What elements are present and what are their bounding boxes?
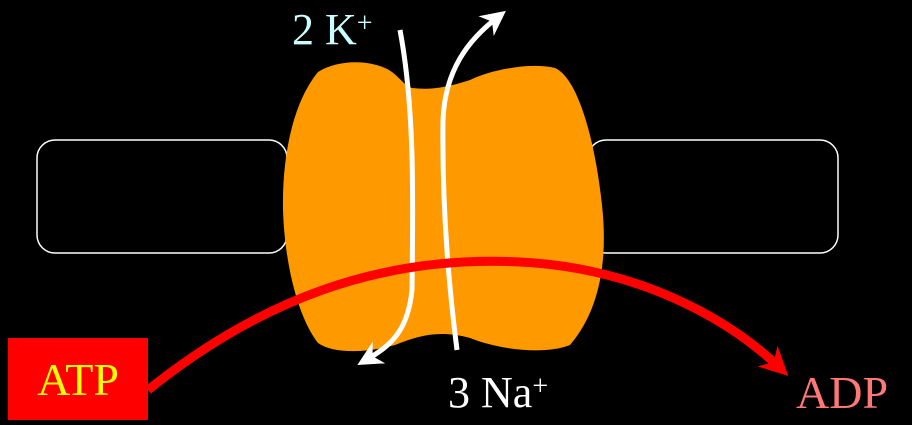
k-ion-arrow: [357, 29, 416, 365]
energy-arrow: [145, 256, 789, 394]
potassium-label: 2 K+: [292, 8, 373, 52]
na-ion-arrow: [440, 10, 506, 351]
atp-box: ATP: [8, 338, 148, 420]
sodium-charge: +: [532, 371, 549, 402]
sodium-count: 3 Na: [448, 368, 533, 417]
sodium-label: 3 Na+: [448, 371, 548, 415]
potassium-count: 2 K: [292, 5, 357, 54]
membrane-right-block: [587, 139, 839, 254]
potassium-charge: +: [356, 8, 373, 39]
membrane-left-block: [36, 139, 288, 254]
atp-label: ATP: [37, 353, 119, 405]
adp-label: ADP: [796, 367, 889, 418]
